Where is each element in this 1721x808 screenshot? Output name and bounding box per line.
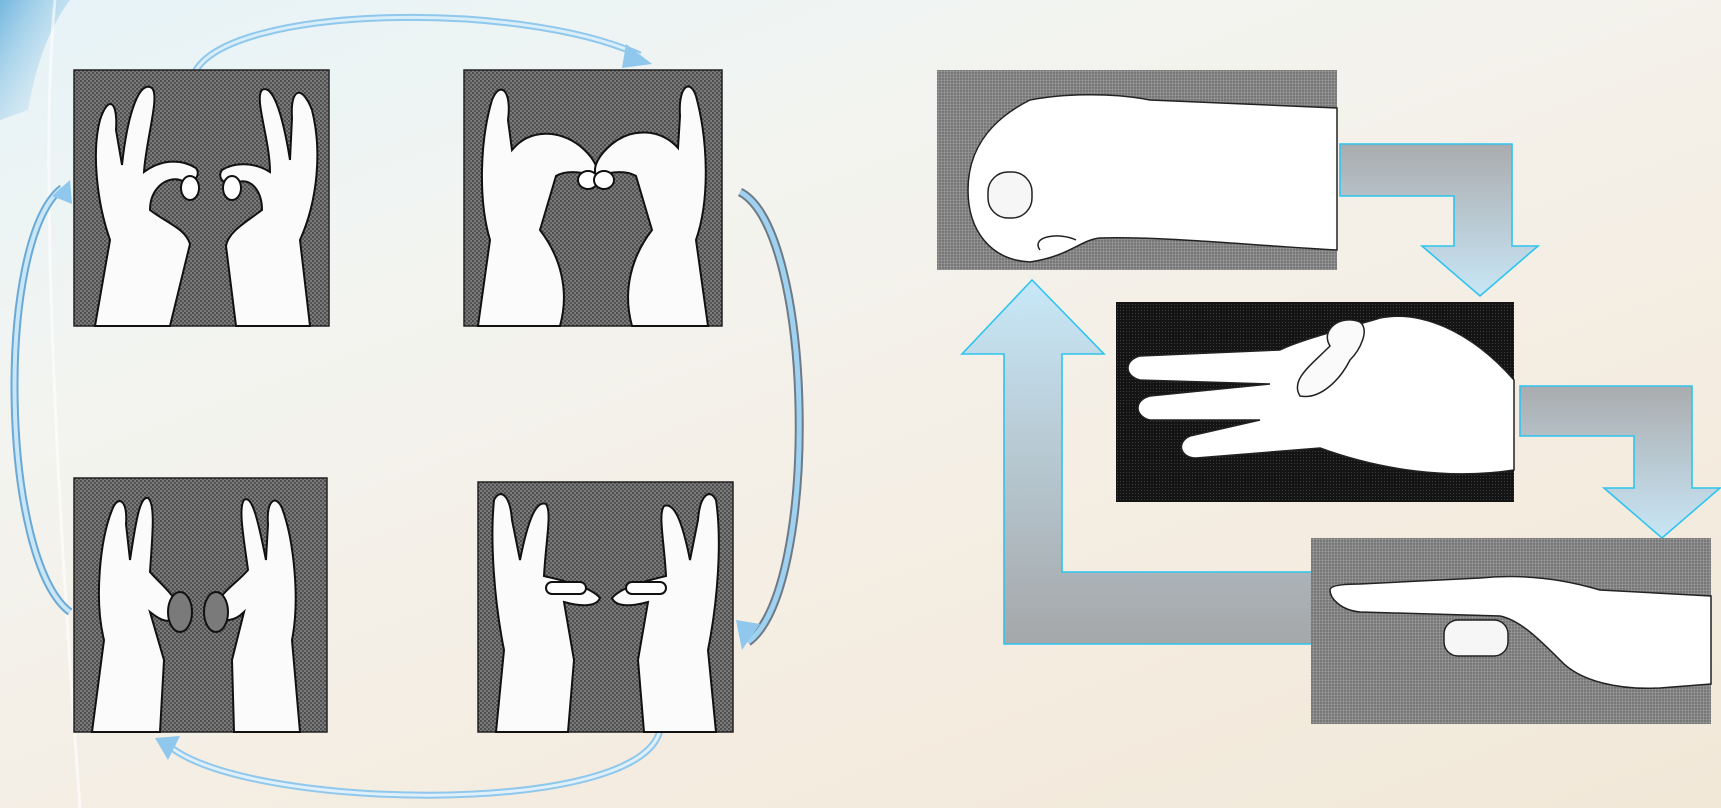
step-arrow-2	[1520, 386, 1720, 538]
curved-arrow-top	[195, 17, 652, 72]
left-diagram	[15, 17, 800, 795]
right-diagram	[937, 70, 1720, 724]
hands-pose-1-panel	[74, 70, 329, 326]
hands-pose-4-panel	[74, 478, 327, 732]
curved-arrow-right	[736, 192, 799, 650]
hand-flat-palm-panel	[1116, 302, 1514, 502]
hands-pose-3-panel	[478, 482, 733, 732]
step-arrow-1	[1340, 144, 1538, 296]
hand-fist-side-panel	[937, 70, 1337, 270]
hand-flat-side-panel	[1311, 538, 1711, 724]
hands-pose-2-panel	[464, 70, 722, 326]
curved-arrow-bottom	[155, 730, 660, 795]
hand-fist-thumb-tucked-icon	[968, 95, 1337, 262]
